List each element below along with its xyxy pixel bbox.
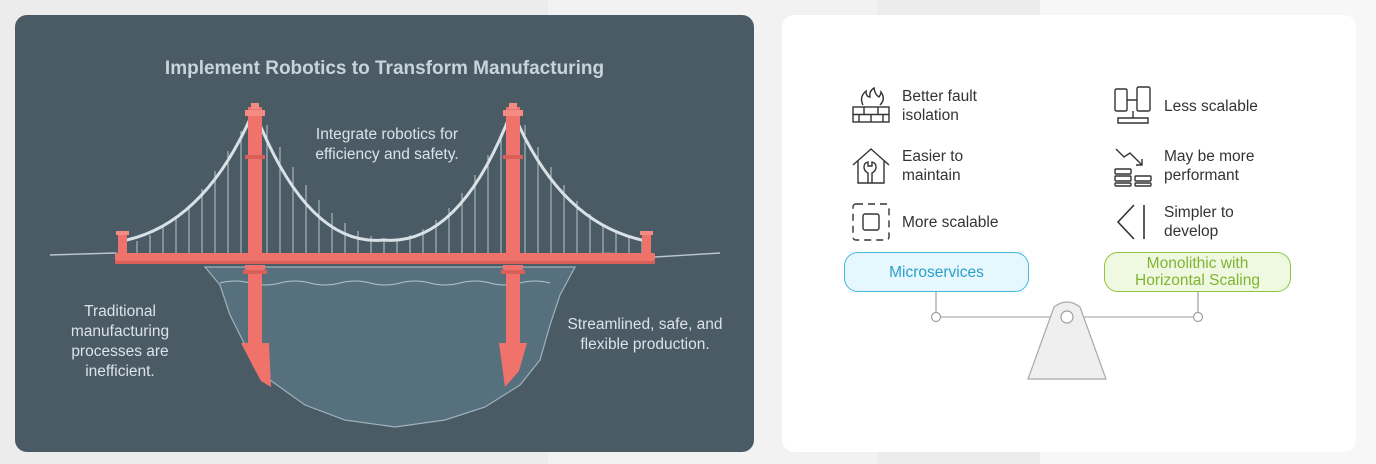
caption-solution: Integrate robotics for efficiency and sa… [315,126,459,163]
caption-problem: Traditional manufacturing processes are … [70,303,170,380]
ravine-shape [203,266,577,428]
caption-outcome: Streamlined, safe, and flexible producti… [567,316,723,353]
scale-box-icon [852,203,890,241]
beam-end-left [930,311,942,323]
tower-left [241,103,271,387]
fulcrum [1027,301,1107,380]
main-cables [121,109,648,243]
feature-less-scalable: Less scalable [1112,85,1258,127]
bridge-deck [115,253,655,261]
feature-label: Less scalable [1164,97,1258,115]
feature-label: More scalable [902,213,999,231]
option-microservices: Microservices [844,252,1029,292]
angle-bracket-icon [1116,204,1145,240]
balance-scale [930,292,1204,380]
bridge-deck-underside [115,261,655,264]
server-trend-icon [1114,148,1152,187]
bridge-diagram-card: Implement Robotics to Transform Manufact… [15,15,754,452]
diagram-title: Implement Robotics to Transform Manufact… [164,58,605,79]
beam-end-right [1192,311,1204,323]
tower-right [499,103,527,387]
fulcrum-pivot [1060,310,1074,324]
water-line [219,280,551,286]
suspender-cables [136,125,643,255]
devices-icon [1114,86,1151,124]
end-pier-left [118,233,127,255]
house-wrench-icon [852,148,890,184]
firewall-icon [852,86,890,123]
end-pier-right [642,233,651,255]
feature-more-scalable: More scalable [850,201,999,243]
bridge-illustration [49,103,721,428]
